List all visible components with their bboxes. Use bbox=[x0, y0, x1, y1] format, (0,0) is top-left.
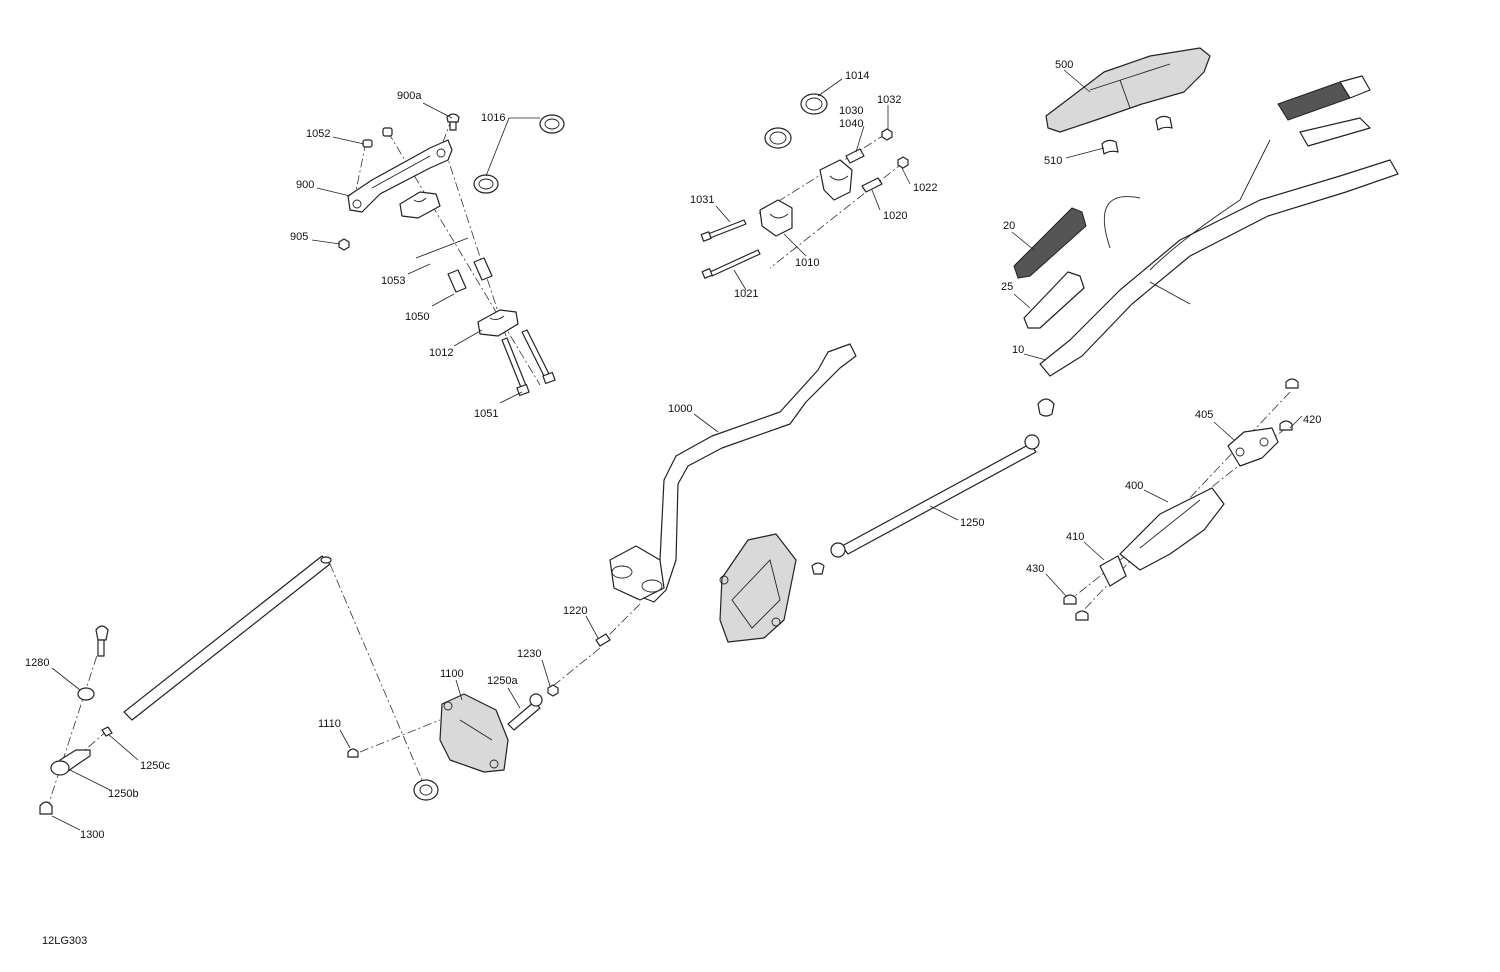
clamp-halves-1010 bbox=[759, 159, 853, 237]
callout-1053: 1053 bbox=[381, 275, 405, 287]
callout-420: 420 bbox=[1303, 414, 1321, 426]
grip-right bbox=[1277, 75, 1371, 147]
callout-410: 410 bbox=[1066, 531, 1084, 543]
upper-clamp-assembly bbox=[338, 113, 565, 397]
wire-1053 bbox=[415, 237, 469, 259]
callout-905: 905 bbox=[290, 231, 308, 243]
callout-1051: 1051 bbox=[474, 408, 498, 420]
callout-1040: 1040 bbox=[839, 118, 863, 130]
callout-1250c: 1250c bbox=[140, 760, 170, 772]
support-housing-center bbox=[719, 533, 797, 643]
callout-510: 510 bbox=[1044, 155, 1062, 167]
callout-900: 900 bbox=[296, 179, 314, 191]
callout-1100: 1100 bbox=[440, 668, 464, 680]
bracket-400 bbox=[1119, 487, 1225, 571]
axis-1230 bbox=[547, 647, 601, 691]
spacers-1050 bbox=[447, 257, 493, 293]
axis-1110 bbox=[359, 719, 441, 753]
callout-1250: 1250 bbox=[960, 517, 984, 529]
nut-1022 bbox=[897, 156, 909, 169]
bushings-1014 bbox=[764, 93, 828, 149]
callout-1250a: 1250a bbox=[487, 675, 518, 687]
steering-column-1000 bbox=[609, 343, 857, 603]
callout-1030: 1030 bbox=[839, 105, 863, 117]
screw-900a bbox=[446, 113, 460, 131]
bushings-1016 bbox=[473, 114, 565, 194]
callout-1250b: 1250b bbox=[108, 788, 139, 800]
bolt-1220 bbox=[595, 633, 611, 647]
support-housing-1100 bbox=[439, 693, 509, 773]
callout-1000: 1000 bbox=[668, 403, 692, 415]
callout-1010: 1010 bbox=[795, 257, 819, 269]
callout-1022: 1022 bbox=[913, 182, 937, 194]
grip-heated-20 bbox=[1013, 207, 1087, 279]
middle-clamp-assembly bbox=[700, 93, 909, 279]
callout-400: 400 bbox=[1125, 480, 1143, 492]
clamp-upper-1012 bbox=[399, 191, 441, 219]
clamp-410 bbox=[1099, 555, 1127, 587]
callout-1230: 1230 bbox=[517, 648, 541, 660]
callout-1280: 1280 bbox=[25, 657, 49, 669]
bolt-1031 bbox=[700, 219, 747, 242]
leader-lines bbox=[51, 69, 1303, 831]
callout-900a: 900a bbox=[397, 90, 422, 102]
callout-1014: 1014 bbox=[845, 70, 869, 82]
plate-405 bbox=[1227, 427, 1279, 467]
lower-shaft bbox=[123, 555, 423, 781]
callout-430: 430 bbox=[1026, 563, 1044, 575]
clamp-lower-1012 bbox=[477, 309, 519, 337]
handlebar-10 bbox=[1039, 139, 1399, 377]
cover-500 bbox=[1045, 47, 1211, 133]
callout-1032: 1032 bbox=[877, 94, 901, 106]
screw-1110 bbox=[347, 748, 359, 758]
tie-rod-1250 bbox=[811, 398, 1055, 575]
callout-500: 500 bbox=[1055, 59, 1073, 71]
callout-1016: 1016 bbox=[481, 112, 505, 124]
callout-1052: 1052 bbox=[306, 128, 330, 140]
bolt-1021 bbox=[701, 249, 761, 279]
callout-1300: 1300 bbox=[80, 829, 104, 841]
lower-left-end bbox=[39, 625, 113, 815]
handlebar-assembly bbox=[1013, 47, 1399, 377]
axis-1220 bbox=[603, 603, 641, 641]
drawing-reference: 12LG303 bbox=[42, 935, 87, 947]
callout-1110: 1110 bbox=[318, 718, 341, 730]
callout-1220: 1220 bbox=[563, 605, 587, 617]
callout-1050: 1050 bbox=[405, 311, 429, 323]
callout-25: 25 bbox=[1001, 281, 1013, 293]
pin-1030-1040 bbox=[845, 148, 865, 164]
callout-20: 20 bbox=[1003, 220, 1015, 232]
sleeve-25 bbox=[1023, 271, 1085, 329]
inserts-510 bbox=[1101, 115, 1173, 155]
callout-1012: 1012 bbox=[429, 347, 453, 359]
nut-1230 bbox=[547, 684, 559, 697]
bracket-assembly-400 bbox=[1063, 378, 1299, 621]
bolts-1051 bbox=[501, 329, 556, 397]
cap-1052 bbox=[362, 127, 393, 148]
nut-1032 bbox=[881, 128, 893, 141]
callout-1021: 1021 bbox=[734, 288, 758, 300]
tie-rod-end-1250a bbox=[507, 693, 543, 731]
bushing-lower bbox=[413, 779, 439, 801]
pin-1020 bbox=[861, 177, 883, 193]
callout-1020: 1020 bbox=[883, 210, 907, 222]
callout-405: 405 bbox=[1195, 409, 1213, 421]
nut-905 bbox=[338, 238, 350, 251]
callout-10: 10 bbox=[1012, 344, 1024, 356]
callout-1031: 1031 bbox=[690, 194, 714, 206]
callout-labels: 900a 1016 1052 900 905 1053 1050 1012 10… bbox=[25, 59, 1321, 841]
bracket-900 bbox=[347, 139, 453, 213]
